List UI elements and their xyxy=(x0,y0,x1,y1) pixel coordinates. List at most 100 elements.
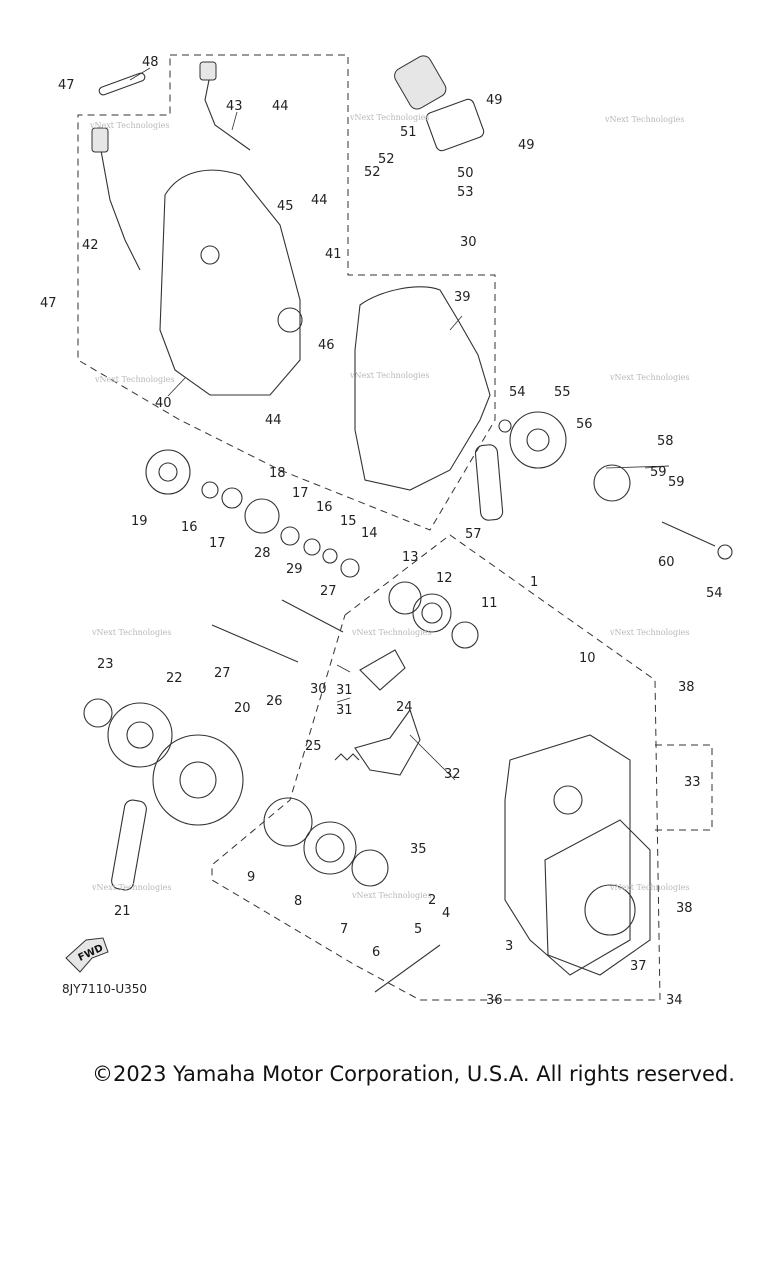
callout: 5 xyxy=(414,922,422,937)
callout: 32 xyxy=(444,767,461,782)
sensor-harness xyxy=(204,74,251,151)
callout: 51 xyxy=(400,125,417,140)
sprocket-55-hub xyxy=(526,428,550,452)
washer-17a xyxy=(221,487,243,509)
callout: 21 xyxy=(114,904,131,919)
watermark: vNext Technologies xyxy=(609,373,689,382)
watermark: vNext Technologies xyxy=(349,113,429,122)
bearing-12-inner xyxy=(421,602,443,624)
washer-16a xyxy=(201,481,219,499)
gear-22 xyxy=(107,702,173,768)
callout: 36 xyxy=(486,993,503,1008)
callout: 35 xyxy=(410,842,427,857)
shift-motor-bracket xyxy=(425,98,485,152)
gear-19 xyxy=(145,449,191,495)
washer-14 xyxy=(340,558,360,578)
sprocket-55 xyxy=(509,411,567,469)
sensor-connector xyxy=(199,61,217,81)
callout: 44 xyxy=(311,193,328,208)
shift-rod xyxy=(98,72,146,96)
callout-labels: 1 2 3 4 5 6 7 8 9 10 11 12 13 14 15 16 1… xyxy=(40,55,723,1008)
washer-17b xyxy=(280,526,300,546)
callout: 38 xyxy=(676,901,693,916)
callout: 52 xyxy=(378,152,395,167)
callout: 2 xyxy=(428,893,436,908)
cover-bearing-boss xyxy=(200,245,220,265)
callout: 27 xyxy=(214,666,231,681)
callout: 54 xyxy=(509,385,526,400)
gear-20 xyxy=(152,734,244,826)
callout: 26 xyxy=(266,694,283,709)
watermark: vNext Technologies xyxy=(94,375,174,384)
gearcase-bearing xyxy=(553,785,583,815)
ring-9 xyxy=(263,797,313,847)
seal-11 xyxy=(451,621,479,649)
callout: 31 xyxy=(336,683,353,698)
callout: 52 xyxy=(364,165,381,180)
gearcase-cover xyxy=(544,819,651,976)
callout: 41 xyxy=(325,247,342,262)
callout: 23 xyxy=(97,657,114,672)
callout: 7 xyxy=(340,922,348,937)
callout: 34 xyxy=(666,993,683,1008)
callout: 9 xyxy=(247,870,255,885)
callout: 44 xyxy=(265,413,282,428)
washer-15 xyxy=(322,548,338,564)
callout: 16 xyxy=(181,520,198,535)
case-boundary xyxy=(211,534,661,1001)
gear-22-hub xyxy=(126,721,154,749)
shift-lever xyxy=(354,708,421,776)
callout: 48 xyxy=(142,55,159,70)
callout: 47 xyxy=(40,296,57,311)
copyright-notice: ©2023 Yamaha Motor Corporation, U.S.A. A… xyxy=(92,1062,735,1086)
callout: 42 xyxy=(82,238,99,253)
callout: 44 xyxy=(272,99,289,114)
watermark: vNext Technologies xyxy=(89,121,169,130)
harness-conduit xyxy=(99,144,141,271)
bearing-8 xyxy=(303,821,357,875)
shift-fork xyxy=(359,649,406,691)
washer-54b xyxy=(717,544,733,560)
callout: 16 xyxy=(316,500,333,515)
callout: 39 xyxy=(454,290,471,305)
watermark: vNext Technologies xyxy=(349,371,429,380)
callout: 59 xyxy=(650,465,667,480)
gear-19-hub xyxy=(158,462,178,482)
callout: 13 xyxy=(402,550,419,565)
callout: 47 xyxy=(58,78,75,93)
callout: 11 xyxy=(481,596,498,611)
callout: 55 xyxy=(554,385,571,400)
callout: 28 xyxy=(254,546,271,561)
callout: 56 xyxy=(576,417,593,432)
callout: 12 xyxy=(436,571,453,586)
callout: 17 xyxy=(292,486,309,501)
callout: 19 xyxy=(131,514,148,529)
chaincase-cover xyxy=(159,169,301,396)
gear-18 xyxy=(244,498,280,534)
callout: 29 xyxy=(286,562,303,577)
callout: 38 xyxy=(678,680,695,695)
watermark: vNext Technologies xyxy=(91,628,171,637)
chain-lower xyxy=(111,799,147,891)
bearing-8-inner xyxy=(315,833,345,863)
callout: 25 xyxy=(305,739,322,754)
callout: 20 xyxy=(234,701,251,716)
callout: 14 xyxy=(361,526,378,541)
callout: 53 xyxy=(457,185,474,200)
callout: 8 xyxy=(294,894,302,909)
callout: 54 xyxy=(706,586,723,601)
fwd-arrow-icon: FWD xyxy=(65,937,109,973)
watermark: vNext Technologies xyxy=(351,628,431,637)
gearcase-housing xyxy=(504,734,631,976)
bolt-group-boundary xyxy=(655,744,713,831)
watermarks: vNext Technologies vNext Technologies vN… xyxy=(89,113,689,900)
shaft-27b xyxy=(281,599,344,633)
callout: 40 xyxy=(155,396,172,411)
cover-seal-boss xyxy=(277,307,303,333)
shaft-27a xyxy=(211,624,299,663)
callout: 4 xyxy=(442,906,450,921)
diagram-code: 8JY7110-U350 xyxy=(62,982,147,996)
gear-20-hub xyxy=(179,761,217,799)
watermark: vNext Technologies xyxy=(91,883,171,892)
callout: 3 xyxy=(505,939,513,954)
